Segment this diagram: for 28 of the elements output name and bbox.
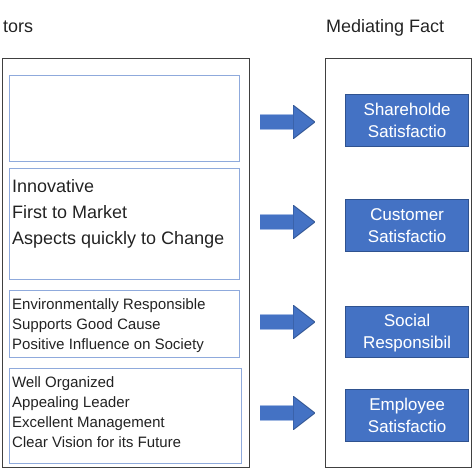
attribute-text: Aspects quickly to Change	[12, 227, 226, 250]
factor-box	[345, 389, 469, 442]
attribute-text: Clear Vision for its Future	[12, 433, 182, 453]
block-arrow	[260, 104, 316, 140]
block-arrow	[260, 304, 316, 340]
factor-label: Social Responsibil	[362, 310, 452, 354]
attribute-text: First to Market	[12, 201, 128, 224]
factor-label: Employee Satisfactio	[366, 394, 448, 438]
attribute-text: Excellent Management	[12, 413, 166, 433]
block-arrow	[260, 396, 316, 430]
block-arrow	[260, 204, 316, 240]
attribute-text: Environmentally Responsible	[12, 295, 206, 315]
panel-heading: tors	[3, 15, 34, 38]
panel-heading: Mediating Fact	[326, 15, 444, 38]
attribute-box	[9, 368, 242, 464]
factor-box	[345, 199, 469, 252]
attribute-text: Appealing Leader	[12, 393, 131, 413]
attribute-box	[9, 290, 240, 358]
attribute-text: Well Organized	[12, 373, 116, 393]
empty-box	[9, 75, 240, 162]
attribute-text: Positive Influence on Society	[12, 335, 205, 355]
factor-label: Customer Satisfactio	[366, 204, 448, 248]
attribute-text: Supports Good Cause	[12, 315, 162, 335]
factor-box	[345, 306, 469, 358]
factor-label: Shareholde Satisfactio	[362, 98, 452, 142]
factor-box	[345, 94, 469, 147]
attribute-text: Innovative	[12, 175, 96, 198]
attribute-box	[9, 168, 240, 280]
